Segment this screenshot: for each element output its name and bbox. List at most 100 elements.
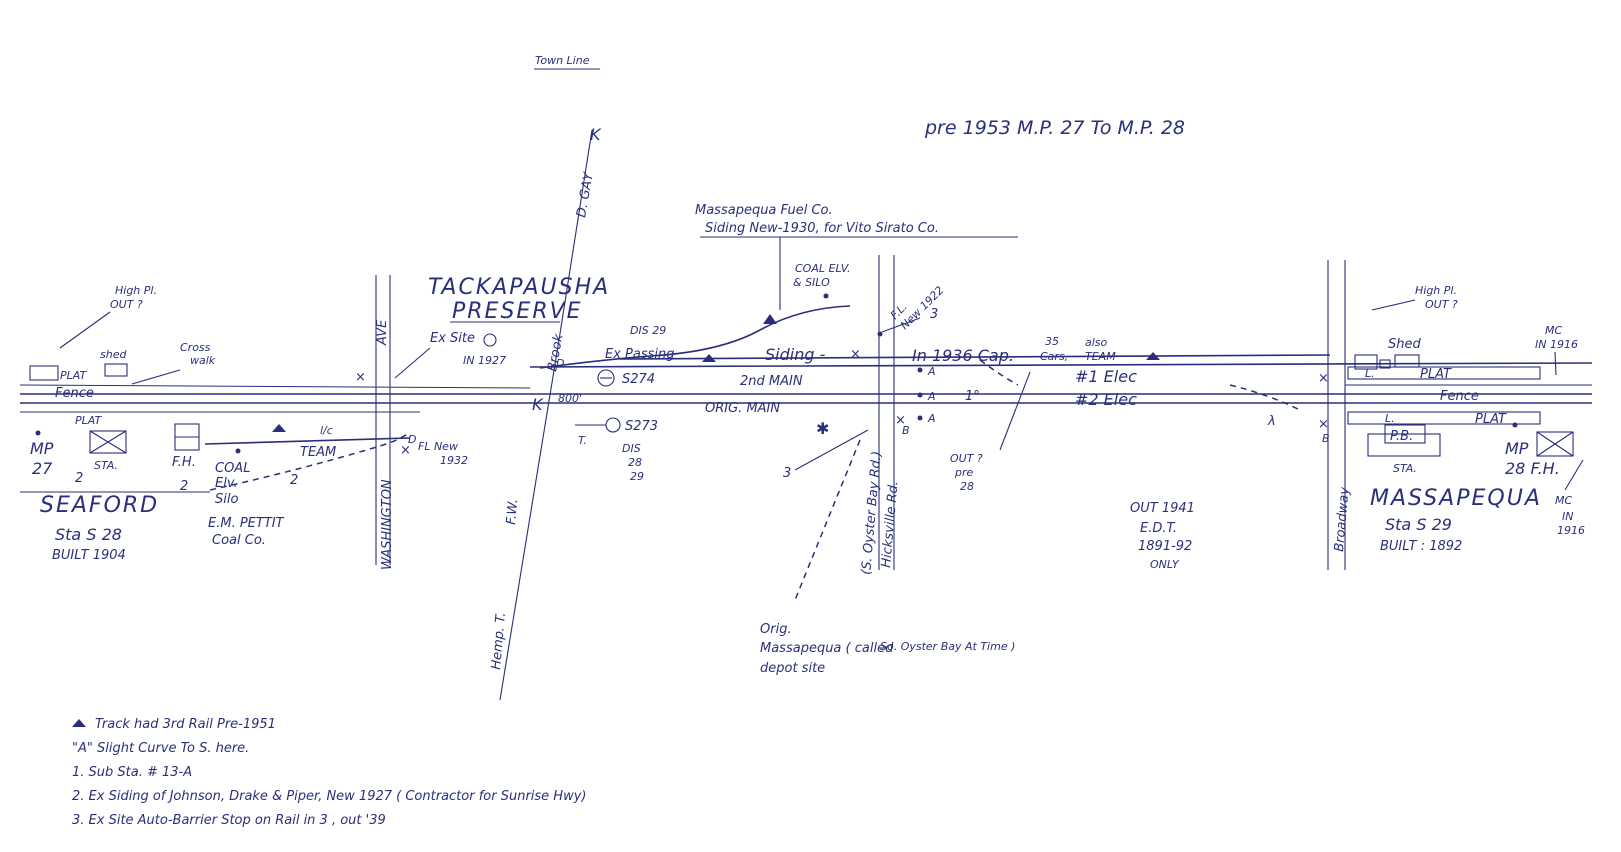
svg-text:1916: 1916 [1557,524,1585,537]
svg-text:×: × [1318,417,1329,432]
svg-text:E.D.T.: E.D.T. [1140,521,1177,536]
k-track: K [532,395,544,414]
svg-text:OUT ?: OUT ? [950,452,983,465]
svg-text:1932: 1932 [440,454,468,467]
sta-s29: Sta S 29 [1385,515,1452,534]
lambda-mark: λ [1267,414,1276,429]
svg-text:×: × [850,347,861,362]
svg-text:×: × [400,443,411,458]
legend-item-3: 1. Sub Sta. # 13-A [72,765,192,780]
svg-text:L.: L. [1365,367,1375,380]
svg-text:MC: MC [1545,324,1562,337]
mp27-label: MP [30,439,54,458]
ave-label: AVE [375,319,390,346]
svg-text:DIS 29: DIS 29 [630,324,666,337]
legend-item-4: 2. Ex Siding of Johnson, Drake & Piper, … [72,789,586,804]
station-left [89,430,127,454]
svg-text:2: 2 [75,471,83,486]
elec-1: #1 Elec [1075,367,1137,386]
svg-text:29: 29 [630,470,644,483]
svg-text:IN 1916: IN 1916 [1535,338,1578,351]
svg-text:2: 2 [180,479,188,494]
pettit-label: E.M. PETTIT [208,516,285,531]
plat-right-top: PLAT [1420,367,1452,382]
svg-text:l/c: l/c [320,424,333,437]
preserve-label: PRESERVE [452,299,583,324]
plat-left-top: PLAT [60,369,87,382]
second-main-track [529,362,1593,368]
svg-text:OUT ?: OUT ? [1425,298,1458,311]
svg-text:STA.: STA. [1393,462,1417,475]
signal-s273 [605,417,621,433]
svg-text:1°: 1° [965,389,980,404]
svg-text:D: D [408,433,416,446]
svg-text:So. Oyster Bay At Time ): So. Oyster Bay At Time ) [880,640,1015,653]
svg-text:walk: walk [190,354,216,367]
legend-item-2: "A" Slight Curve To S. here. [72,741,249,756]
svg-text:×: × [895,413,906,428]
svg-text:28: 28 [628,456,642,469]
small-building-left [29,365,59,381]
svg-text:35: 35 [1045,335,1059,348]
built-1892: BUILT : 1892 [1380,539,1462,554]
svg-text:×: × [355,370,366,385]
built-1904: BUILT 1904 [52,548,126,563]
town-line-label: Town Line [535,54,590,67]
elec-2: #2 Elec [1075,390,1137,409]
high-pl-left: High Pl. [115,284,157,297]
svg-text:Elv.: Elv. [215,476,238,491]
svg-text:28 F.H.: 28 F.H. [1505,459,1560,478]
seaford-label: SEAFORD [40,493,159,518]
diagram-title: pre 1953 M.P. 27 To M.P. 28 [924,117,1185,139]
svg-text:depot site: depot site [760,661,825,676]
svg-text:OUT ?: OUT ? [110,298,143,311]
svg-text:MC: MC [1555,494,1572,507]
svg-text:1891-92: 1891-92 [1138,539,1192,554]
legend-item-5: 3. Ex Site Auto-Barrier Stop on Rail in … [72,813,386,828]
second-main-label: 2nd MAIN [740,374,803,389]
town-line-road [558,129,593,341]
svg-text:×: × [1318,371,1329,386]
coal-elv-silo: COAL ELV. [795,262,851,275]
high-pl-right: High Pl. [1415,284,1457,297]
svg-text:pre: pre [954,466,974,479]
svg-text:D: D [556,357,564,370]
svg-text:B: B [1322,432,1330,445]
svg-text:TEAM: TEAM [1085,350,1116,363]
s273-label: S273 [625,419,658,434]
svg-text:A: A [927,412,936,425]
fl-new-1932: FL New [418,440,458,453]
svg-text:Cars,: Cars, [1040,350,1068,363]
fh-left: F.H. [172,455,196,470]
svg-text:28: 28 [960,480,974,493]
svg-text:Cross: Cross [180,341,211,354]
massapequa-label: MASSAPEQUA [1370,486,1542,511]
svg-text:Silo: Silo [215,492,238,507]
legend-item-1: Track had 3rd Rail Pre-1951 [95,717,276,732]
plat-right-bottom: PLAT [1475,412,1507,427]
plat-left-bottom: PLAT [75,414,102,427]
shed-left: shed [100,348,127,361]
ex-site-label: Ex Site [430,331,475,346]
svg-text:& SILO: & SILO [793,276,830,289]
svg-text:3: 3 [783,466,791,481]
fence-right: Fence [1440,389,1479,404]
cap-1936: In 1936 Cap. [912,346,1014,365]
orig-main-label: ORIG. MAIN [705,401,780,416]
fw-label: F.W. [504,498,521,525]
freight-house-right [1536,431,1574,457]
svg-text:A: A [927,365,936,378]
svg-text:IN 1927: IN 1927 [463,354,506,367]
svg-text:2: 2 [290,473,298,488]
siding-track [539,305,851,369]
hemp-t-label: Hemp. T. [489,612,509,671]
svg-text:IN: IN [1562,510,1573,523]
svg-text:Massapequa ( called: Massapequa ( called [760,641,894,656]
signal-s274 [597,369,615,387]
siding-label: Siding - [765,345,826,364]
mp28-label: MP [1505,439,1529,458]
hicksville-rd: Hicksville Rd. [879,480,902,568]
tackapausha-label: TACKAPAUSHA [428,275,610,300]
shed-right: Shed [1388,337,1421,352]
